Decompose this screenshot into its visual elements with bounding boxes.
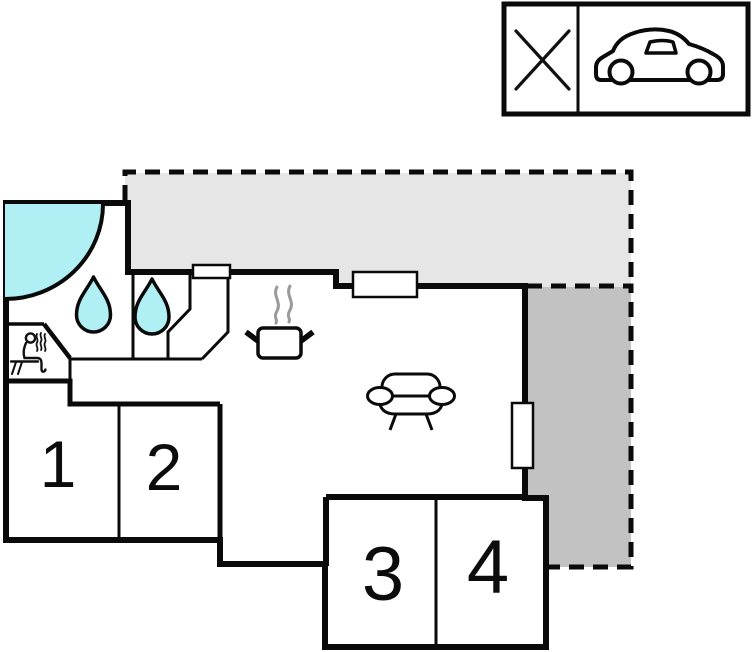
upper-terrace — [122, 169, 634, 287]
water-drop-icons — [74, 275, 171, 336]
room-1-label: 1 — [40, 427, 77, 501]
windows — [191, 263, 535, 470]
car-window — [644, 38, 678, 55]
sauna-diagonal-wall — [42, 322, 72, 360]
side-terrace — [527, 283, 634, 570]
pot-handle-left — [244, 329, 260, 344]
sofa-leg-right — [424, 413, 434, 431]
kitchen-chamfer-wall-outer — [200, 275, 230, 361]
sauna-person-body — [22, 341, 47, 373]
car-body — [594, 27, 725, 82]
hall-wall — [3, 378, 220, 407]
water-drop-icon-1 — [74, 275, 113, 334]
steaming-pot-icon — [244, 284, 315, 360]
sauna-bench-legs — [11, 361, 23, 375]
room-4-label: 4 — [467, 525, 509, 610]
room-3-label: 3 — [362, 532, 404, 617]
window-right — [510, 401, 535, 470]
upper-terrace-area — [125, 173, 631, 287]
water-drop-icon-2 — [133, 277, 171, 336]
steam-line-2 — [286, 284, 293, 324]
pot-body — [256, 326, 303, 360]
steam-line-1 — [273, 285, 280, 325]
sofa-icon — [366, 372, 456, 431]
sauna-heat-wave-1 — [35, 333, 39, 352]
interior-walls — [3, 274, 525, 645]
room-2-label: 2 — [146, 430, 183, 504]
sauna-heat-wave-3 — [43, 333, 47, 352]
car-icon — [594, 27, 725, 86]
crossed-out-x-icon — [514, 29, 571, 91]
sauna-person-head — [24, 332, 37, 344]
bathtub-water — [5, 204, 103, 299]
sofa-leg-left — [388, 413, 398, 431]
side-terrace-dashed-border — [527, 283, 634, 570]
window-top-small — [191, 263, 232, 280]
bathtub-rim — [4, 203, 105, 301]
corner-bathtub-icon — [4, 203, 105, 301]
sauna-heat-wave-2 — [39, 332, 43, 351]
car-wheel-rear — [685, 58, 713, 86]
pot-handle-right — [299, 329, 315, 344]
side-terrace-area — [527, 287, 631, 567]
legend-sign — [501, 1, 751, 117]
sofa-armrest-right — [428, 386, 456, 406]
sofa-armrest-left — [366, 386, 394, 406]
wetroom-chamfer-wall-inner — [166, 275, 192, 359]
car-wheel-front — [607, 58, 635, 86]
upper-terrace-dashed-border — [122, 169, 634, 287]
sauna-person-icon — [9, 332, 47, 375]
window-top-large — [351, 270, 419, 299]
